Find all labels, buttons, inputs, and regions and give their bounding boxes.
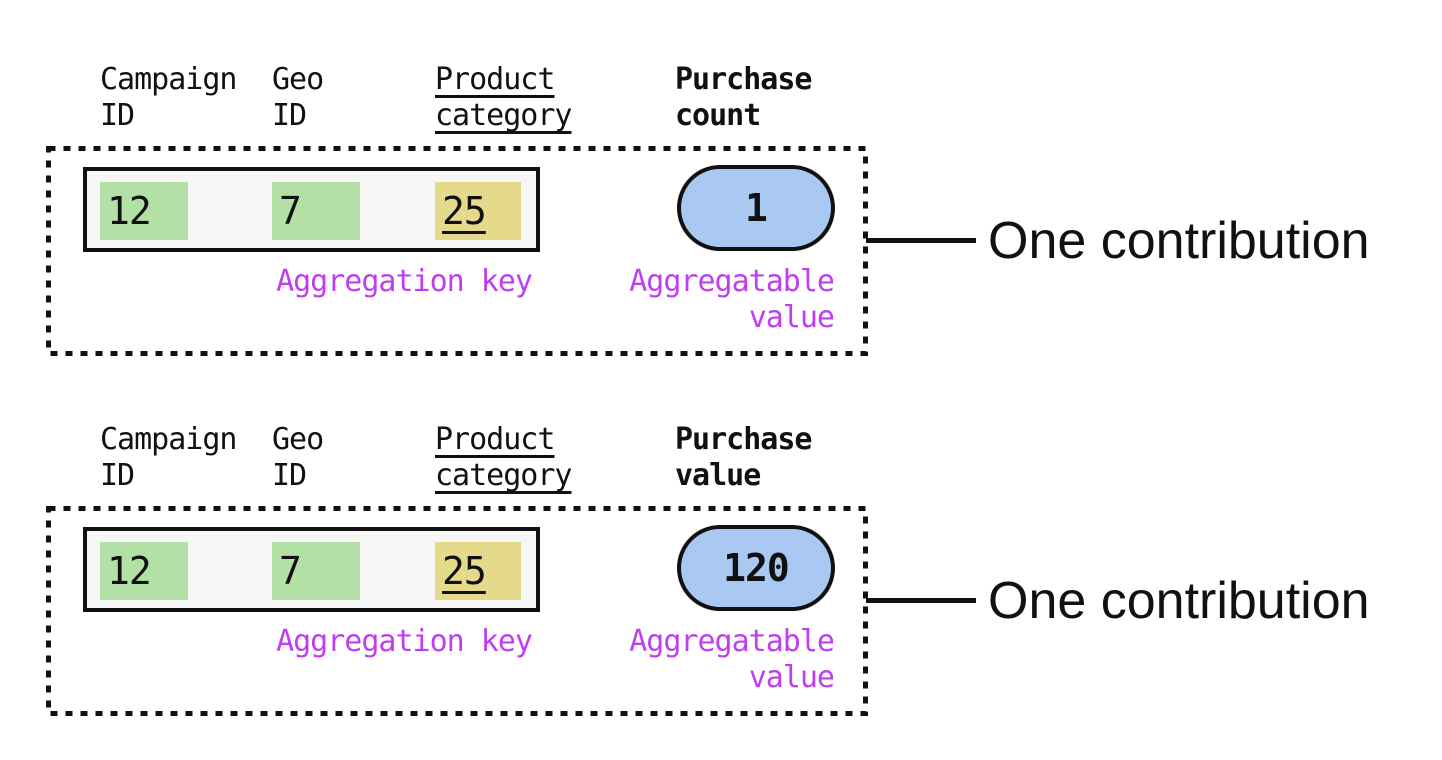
aggregatable-value-label: Aggregatable value (629, 264, 835, 335)
contribution-block-purchase-value: Campaign ID Geo ID Product category Purc… (0, 360, 1442, 760)
column-header-campaign-id: Campaign ID (100, 62, 237, 133)
record-row: 12 7 25 (83, 527, 540, 612)
cell-geo-id: 7 (272, 182, 360, 240)
cell-geo-id: 7 (272, 542, 360, 600)
record-row: 12 7 25 (83, 167, 540, 252)
contribution-dashed-boundary (46, 146, 868, 356)
cell-product-category: 25 (435, 542, 521, 600)
aggregation-key-label: Aggregation key (276, 624, 533, 659)
cell-campaign-id: 12 (100, 542, 188, 600)
column-header-geo-id: Geo ID (272, 62, 324, 133)
cell-campaign-id: 12 (100, 182, 188, 240)
column-header-purchase-count: Purchase count (675, 62, 812, 133)
column-header-geo-id: Geo ID (272, 422, 324, 493)
aggregation-key-label: Aggregation key (276, 264, 533, 299)
cell-product-category: 25 (435, 182, 521, 240)
annotation-connector-line (866, 598, 976, 603)
contribution-dashed-boundary (46, 506, 868, 716)
contribution-block-purchase-count: Campaign ID Geo ID Product category Purc… (46, 62, 1370, 356)
aggregatable-value-pill: 120 (677, 525, 835, 611)
column-header-purchase-value: Purchase value (675, 422, 812, 493)
aggregatable-value-label: Aggregatable value (629, 624, 835, 695)
one-contribution-annotation: One contribution (988, 212, 1370, 270)
column-header-product-category: Product category (435, 62, 572, 133)
column-header-campaign-id: Campaign ID (100, 422, 237, 493)
annotation-connector-line (866, 238, 976, 243)
one-contribution-annotation: One contribution (988, 572, 1370, 630)
aggregatable-value-pill: 1 (677, 165, 835, 251)
column-header-product-category: Product category (435, 422, 572, 493)
